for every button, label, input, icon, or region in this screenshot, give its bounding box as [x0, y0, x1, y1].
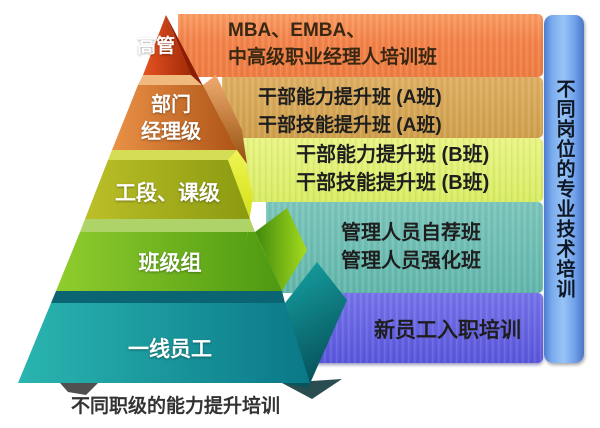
- band-line: 干部技能提升班 (B班): [296, 172, 490, 194]
- band-line: 管理人员强化班: [341, 250, 481, 272]
- band-manager-a-training: [222, 77, 543, 138]
- pyramid-shadow: [282, 379, 342, 399]
- bottom-caption: 不同职级的能力提升培训: [71, 396, 281, 417]
- band-new-staff-training-label: 新员工入职培训: [374, 319, 521, 343]
- band-line: MBA、EMBA、: [228, 20, 366, 41]
- band-manager-b-training: [232, 138, 543, 202]
- band-line: 干部能力提升班 (A班): [258, 87, 442, 108]
- band-line: 管理人员自荐班: [341, 222, 481, 244]
- pyramid-label-executives: 高管: [136, 36, 175, 57]
- pyramid-label-department-manager: 部门 经理级: [141, 94, 201, 143]
- pyramid-label-frontline-staff: 一线员工: [128, 338, 212, 361]
- band-manager-b-training-label: 干部能力提升班 (B班) 干部技能提升班 (B班): [296, 141, 489, 197]
- band-line: 中高级职业经理人培训班: [228, 47, 438, 68]
- band-line: 干部技能提升班 (A班): [258, 115, 442, 136]
- band-team-training-label: 管理人员自荐班 管理人员强化班: [341, 219, 481, 275]
- pyramid-label-section: 工段、课级: [115, 182, 220, 205]
- band-line: 新员工入职培训: [374, 319, 521, 342]
- band-executive-training-label: MBA、EMBA、 中高级职业经理人培训班: [228, 17, 437, 71]
- pyramid-label-team-group: 班级组: [138, 252, 202, 275]
- side-bar-label: 不同岗位的专业技术培训: [553, 79, 575, 299]
- side-bar-professional-training: 不同岗位的专业技术培训: [544, 15, 584, 363]
- band-executive-training: [178, 14, 543, 77]
- band-line: 干部能力提升班 (B班): [296, 144, 490, 166]
- band-manager-a-training-label: 干部能力提升班 (A班) 干部技能提升班 (A班): [258, 84, 442, 140]
